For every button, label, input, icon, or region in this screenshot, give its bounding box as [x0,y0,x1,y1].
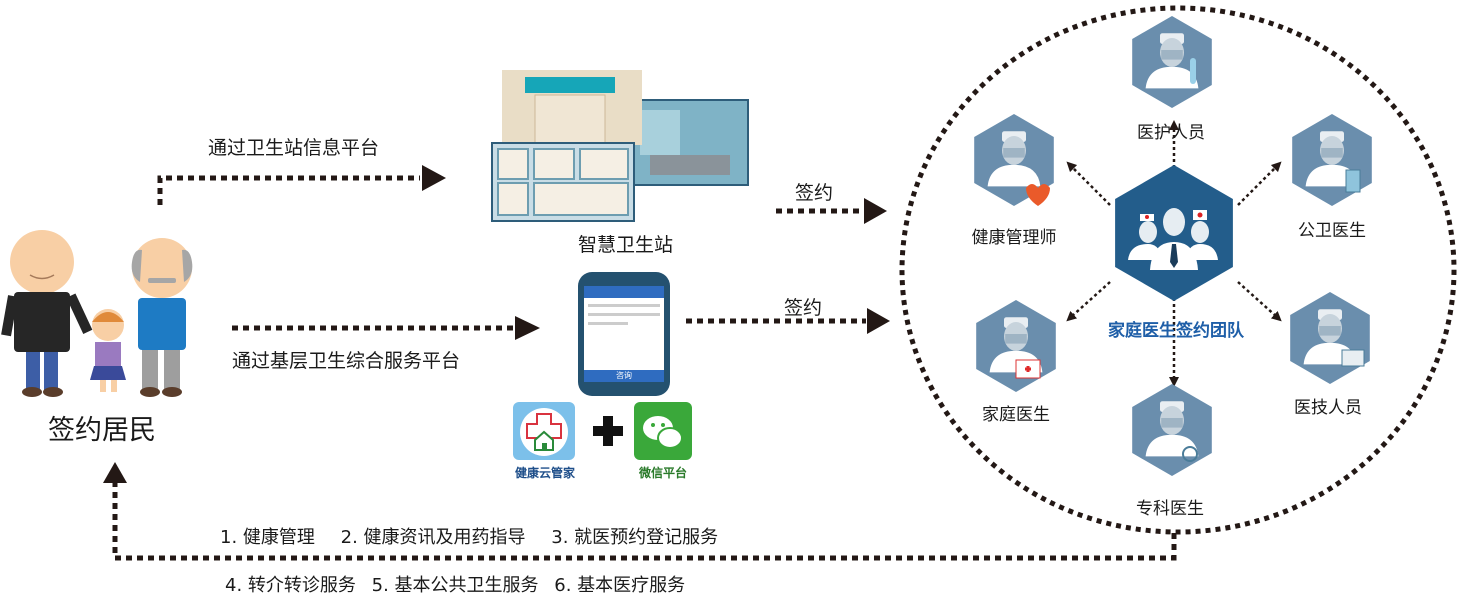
service-item: 4. 转介转诊服务 [225,575,356,596]
services-row-2: 4. 转介转诊服务 5. 基本公共卫生服务 6. 基本医疗服务 [225,571,705,597]
phone-screen: 咨询 [584,286,664,382]
role-hex-health-manager [974,114,1054,206]
resident-family-illustration [1,230,193,397]
smart-station-label: 智慧卫生站 [578,234,674,256]
grandpa-figure [131,238,193,397]
service-item: 3. 就医预约登记服务 [551,527,719,548]
role-label-family-doctor: 家庭医生 [982,405,1050,425]
smart-station-illustration [491,70,749,222]
man-figure [1,230,93,397]
role-hex-nurse [1132,16,1212,108]
role-label-technician: 医技人员 [1294,398,1362,418]
phone-screen-header [584,286,664,298]
service-return-path [112,480,1177,561]
role-label-specialist: 专科医生 [1136,499,1204,519]
role-hex-specialist [1132,384,1212,476]
service-item: 2. 健康资讯及用药指导 [340,527,526,548]
wechat-platform-icon [634,402,692,460]
sign-label-station: 签约 [795,182,834,204]
channel-label-station: 通过卫生站信息平台 [208,137,380,159]
team-link-bottom-right [1237,281,1282,322]
arrowhead [864,198,887,224]
public-health-doctor-icon [1345,169,1361,193]
plus-icon [593,416,623,446]
app-label-health-cloud: 健康云管家 [514,466,576,480]
arrowhead [103,462,127,483]
service-item: 1. 健康管理 [220,527,315,548]
services-row-1: 1. 健康管理 2. 健康资讯及用药指导 3. 就医预约登记服务 [220,523,738,549]
role-label-nurse: 医护人员 [1137,123,1205,143]
mobile-phone-illustration: 咨询 [578,272,670,396]
girl-figure [90,309,126,392]
health-cloud-app-icon [513,402,575,460]
resident-label: 签约居民 [48,415,156,446]
role-hex-technician [1290,292,1370,384]
arrowhead [515,316,540,340]
wechat-icon [643,416,683,449]
team-center-hex [1115,165,1233,301]
phone-consult-button: 咨询 [584,370,664,382]
sign-label-mobile: 签约 [784,297,823,319]
medical-technician-icon [1341,349,1365,367]
service-item: 5. 基本公共卫生服务 [371,575,539,596]
team-label: 家庭医生签约团队 [1108,321,1244,341]
team-link-bottom-left [1066,281,1111,322]
home-cross-icon [520,408,568,456]
arrowhead [867,308,890,334]
channel-label-mobile: 通过基层卫生综合服务平台 [232,350,461,372]
channel-arrow-station [157,175,420,205]
role-label-public-health: 公卫医生 [1298,221,1366,241]
stethoscope-doctor-icon [1182,446,1198,462]
team-boundary [899,5,1457,535]
role-label-health-manager: 健康管理师 [971,228,1057,248]
nurse-thermometer-icon [1190,58,1196,84]
heart-health-manager-icon [1026,184,1050,206]
first-aid-cross [1025,366,1031,372]
arrowhead [422,165,446,191]
service-item: 6. 基本医疗服务 [554,575,686,596]
app-label-wechat: 微信平台 [638,466,688,480]
